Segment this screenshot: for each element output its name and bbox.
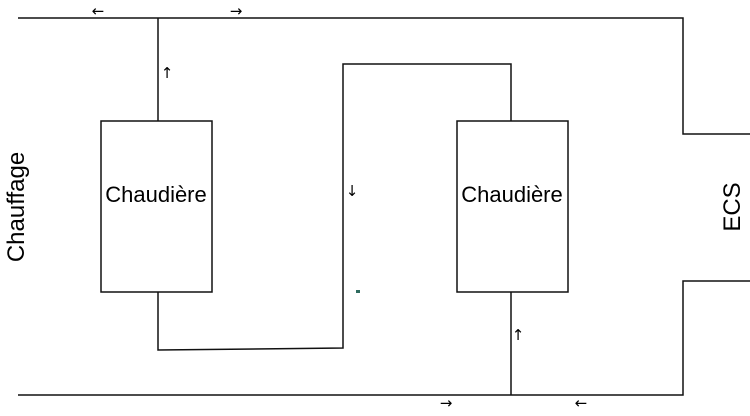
- arrow-up-icon: ↑: [161, 64, 174, 82]
- heating-label: Chauffage: [3, 152, 30, 262]
- arrow-left-icon: ←: [575, 394, 588, 412]
- boiler-right-label: Chaudière: [461, 182, 563, 207]
- arrow-down-icon: ↓: [346, 182, 359, 200]
- arrow-left-icon: ←: [92, 2, 105, 20]
- boiler-left-label: Chaudière: [105, 182, 207, 207]
- arrow-right-icon: →: [230, 2, 243, 20]
- arrow-up-icon: ↑: [512, 326, 525, 344]
- bottom-return-pipe: [18, 280, 750, 396]
- boiler-right-box: [456, 120, 569, 293]
- arrow-right-icon: →: [440, 394, 453, 412]
- marker-dot: [356, 290, 360, 293]
- boiler-link-pipe: [157, 63, 512, 351]
- top-supply-pipe: [18, 17, 750, 135]
- boiler-left-box: [100, 120, 213, 293]
- ecs-label: ECS: [719, 182, 746, 231]
